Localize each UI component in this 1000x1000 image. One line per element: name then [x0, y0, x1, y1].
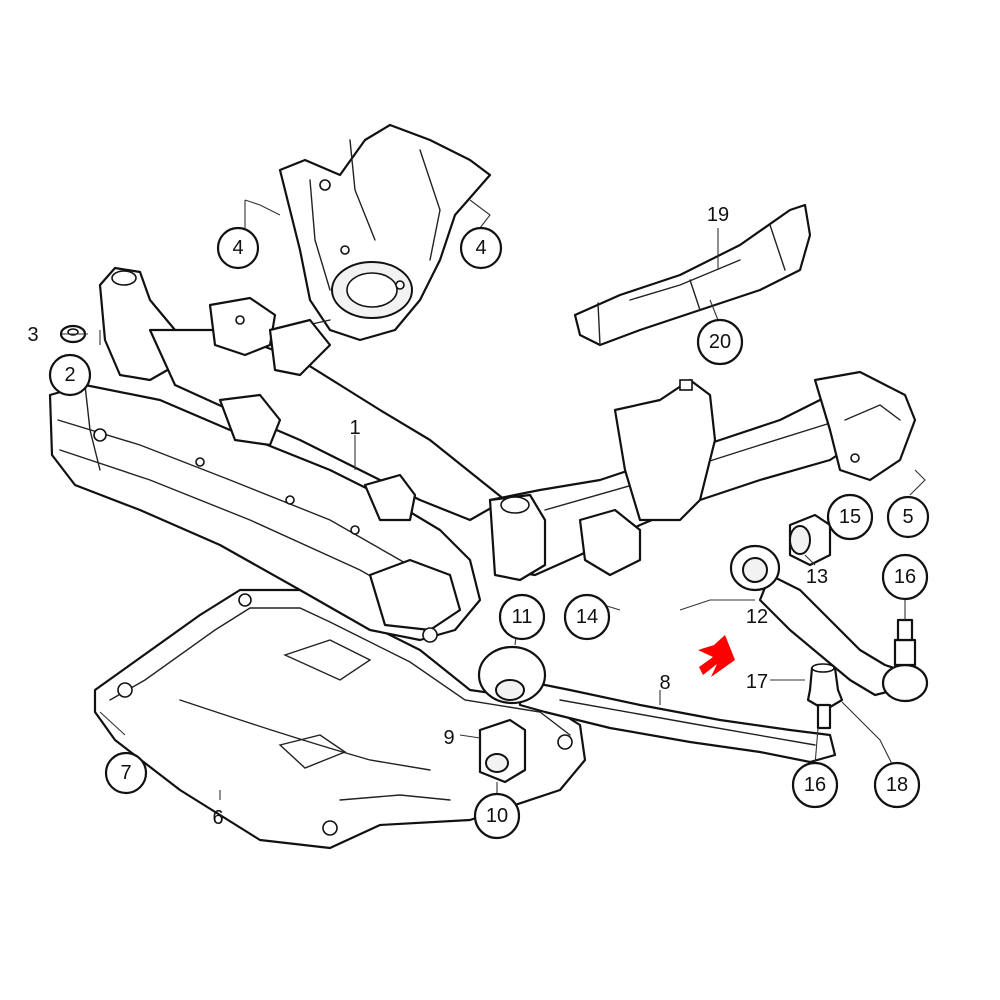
svg-text:2: 2 — [64, 364, 75, 386]
svg-text:20: 20 — [709, 331, 731, 353]
callout-16-bottom: 16 — [791, 761, 839, 809]
tension-strut — [729, 544, 929, 703]
svg-text:5: 5 — [902, 506, 913, 528]
svg-text:16: 16 — [804, 774, 826, 796]
svg-text:10: 10 — [486, 805, 508, 827]
svg-text:12: 12 — [746, 606, 768, 628]
callout-4-left: 4 — [216, 226, 260, 270]
svg-text:7: 7 — [120, 762, 131, 784]
axle-carrier — [48, 266, 917, 643]
callout-12: 12 — [746, 606, 768, 628]
svg-text:3: 3 — [27, 324, 38, 346]
underbody-plate — [93, 588, 587, 850]
svg-text:9: 9 — [443, 727, 454, 749]
svg-text:4: 4 — [475, 237, 486, 259]
svg-text:11: 11 — [512, 606, 533, 628]
svg-text:4: 4 — [232, 237, 243, 259]
svg-text:13: 13 — [806, 566, 828, 588]
callout-1: 1 — [349, 417, 360, 439]
callout-15: 15 — [826, 493, 874, 541]
svg-text:17: 17 — [746, 671, 768, 693]
svg-text:15: 15 — [839, 506, 861, 528]
callout-7: 7 — [104, 751, 148, 795]
callout-4-right: 4 — [459, 226, 503, 270]
callout-8: 8 — [659, 672, 670, 694]
callout-9: 9 — [443, 727, 454, 749]
callout-6: 6 — [212, 807, 223, 829]
callout-19: 19 — [707, 204, 729, 226]
highlight-arrow — [698, 635, 735, 677]
svg-text:19: 19 — [707, 204, 729, 226]
svg-text:6: 6 — [212, 807, 223, 829]
callout-16-top: 16 — [881, 553, 929, 601]
hydro-mount — [788, 513, 832, 567]
callout-18: 18 — [873, 761, 921, 809]
leader-lines — [62, 199, 926, 800]
svg-text:18: 18 — [886, 774, 908, 796]
svg-text:16: 16 — [894, 566, 916, 588]
callout-13: 13 — [806, 566, 828, 588]
callout-14: 14 — [563, 593, 611, 641]
svg-text:1: 1 — [349, 417, 360, 439]
ball-joint — [806, 663, 844, 730]
strut-tower-bracket — [268, 123, 492, 377]
callout-5: 5 — [886, 495, 930, 539]
heat-shield — [573, 203, 812, 347]
callout-20: 20 — [696, 318, 744, 366]
callout-10: 10 — [473, 792, 521, 840]
svg-text:8: 8 — [659, 672, 670, 694]
callout-11: 11 — [498, 593, 546, 641]
callouts: 1 2 3 4 4 5 6 7 — [27, 204, 930, 840]
callout-3: 3 — [27, 324, 38, 346]
wishbone — [477, 645, 837, 784]
callout-17: 17 — [746, 671, 768, 693]
callout-2: 2 — [48, 353, 92, 397]
svg-text:14: 14 — [576, 606, 598, 628]
